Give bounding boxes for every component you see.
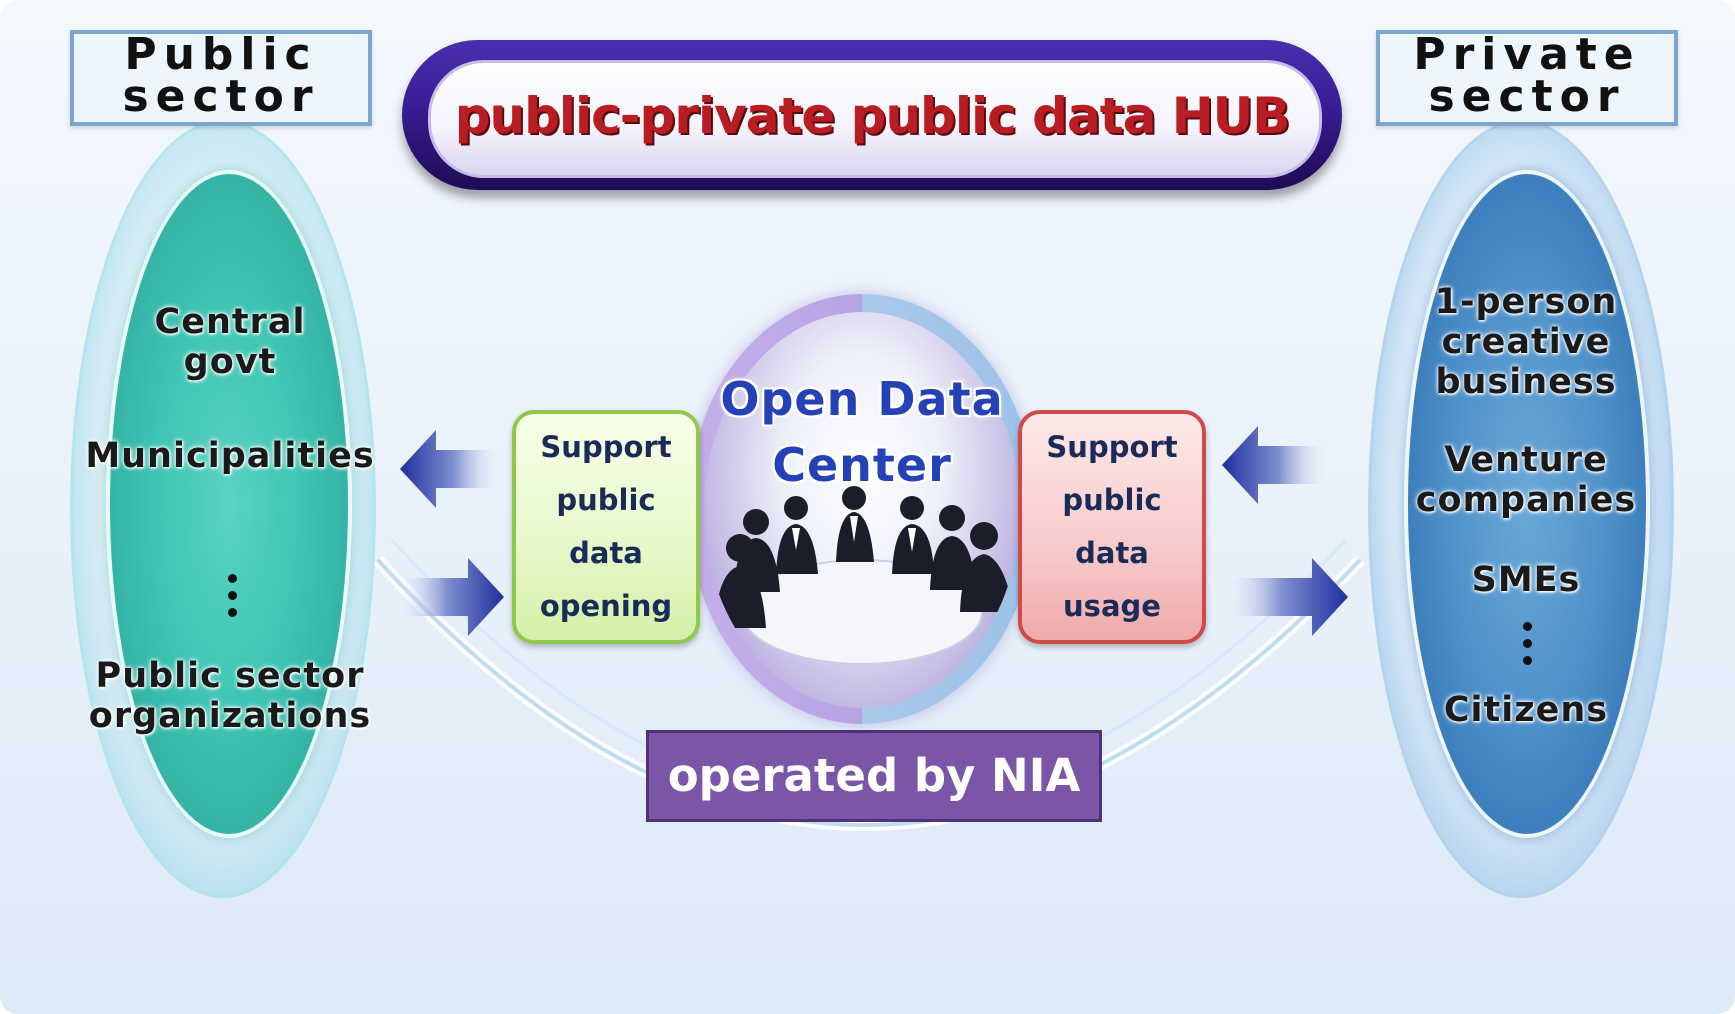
arrow-from-private-icon <box>1222 426 1326 504</box>
open-data-center-disc <box>704 312 1020 708</box>
support-data-usage-box: Support public data usage <box>1018 410 1206 644</box>
title-banner-inner <box>428 60 1322 178</box>
central-govt-label: Central govt <box>154 302 306 382</box>
venture-companies-label: Venture companies <box>1415 440 1637 520</box>
diagram-title: public-private public data HUB <box>454 87 1291 145</box>
private-more-dots <box>1521 622 1533 672</box>
municipalities-label: Municipalities <box>85 436 375 476</box>
arrow-from-public-icon <box>400 558 504 636</box>
private-sector-label: Private sector <box>1376 30 1678 126</box>
public-more-dots <box>226 574 238 624</box>
arrow-to-public-icon <box>400 430 498 508</box>
open-data-center-title: Open Data Center <box>720 372 1004 492</box>
support-data-opening-box: Support public data opening <box>512 410 700 644</box>
private-sector-oval <box>1404 170 1650 838</box>
citizens-label: Citizens <box>1443 690 1609 730</box>
arrow-to-private-icon <box>1228 558 1348 636</box>
public-sector-label: Public sector <box>70 30 372 126</box>
meeting-people-icon <box>714 486 1014 665</box>
creative-business-label: 1-person creative business <box>1434 282 1618 402</box>
smes-label: SMEs <box>1471 560 1581 600</box>
operated-by-label: operated by NIA <box>646 730 1102 822</box>
public-organizations-label: Public sector organizations <box>88 656 372 736</box>
public-sector-oval <box>106 170 352 838</box>
